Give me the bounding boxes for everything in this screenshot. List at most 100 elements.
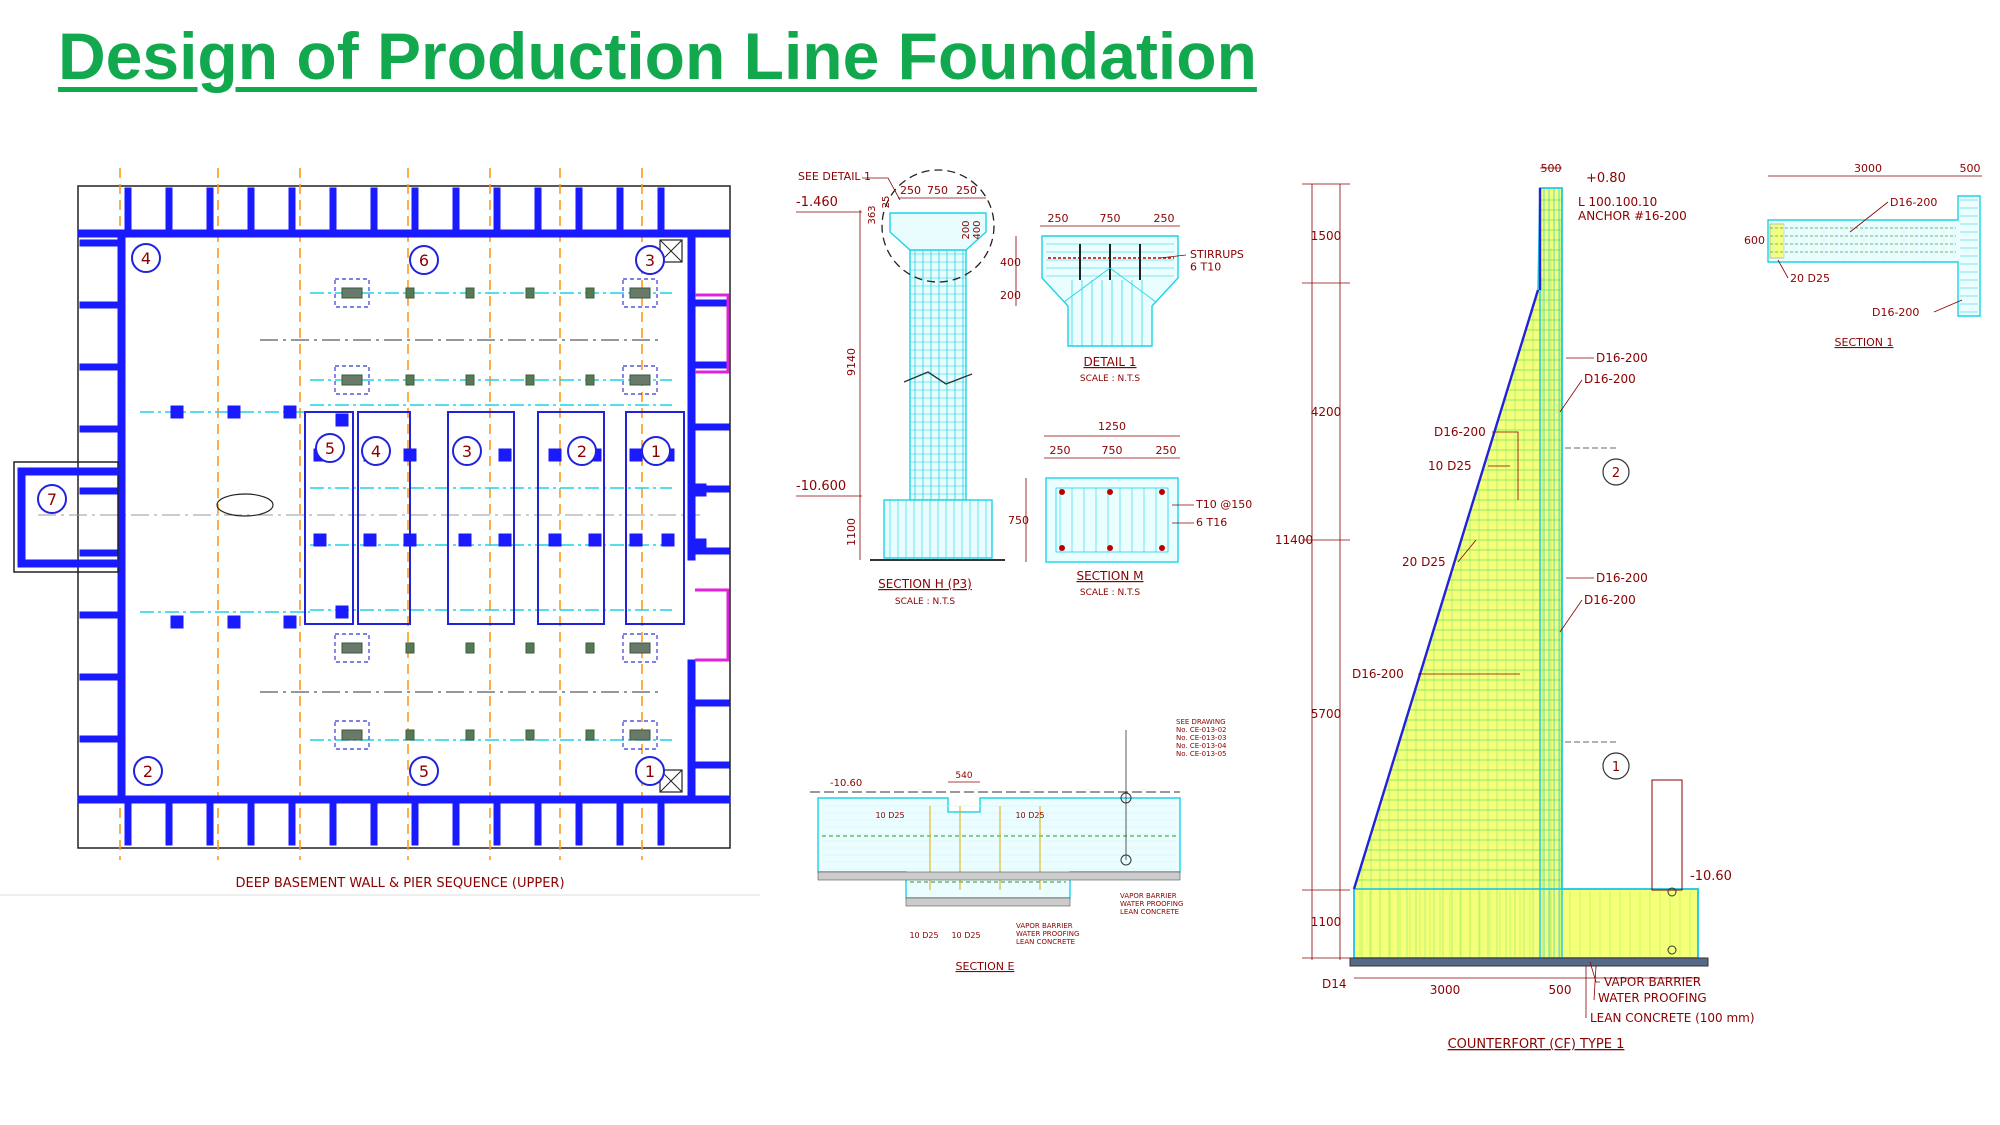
rebar-dot [1059, 489, 1065, 495]
leader-line [1593, 965, 1597, 1001]
perimeter-wall [17, 559, 119, 568]
counterfort-tooth [575, 802, 583, 846]
section-pointer [1120, 854, 1132, 866]
rebar-note: D16-200 [1596, 571, 1648, 585]
counterfort-tooth [79, 735, 119, 743]
perimeter-wall [117, 229, 126, 803]
pier [283, 405, 297, 419]
section-pointer [1120, 792, 1132, 804]
anchor-block [525, 287, 535, 299]
plan-outline [77, 185, 731, 849]
leader-line [1159, 254, 1187, 259]
counterfort-tooth [493, 187, 501, 231]
rebar-note: T10 @150 [1195, 498, 1252, 511]
rebar-dot [1159, 545, 1165, 551]
dimension-text: 750 [1102, 444, 1123, 457]
dimension-text: 750 [1008, 514, 1029, 527]
section-marker-label: 1 [1612, 760, 1620, 775]
rebar-note: 6 T16 [1196, 516, 1227, 529]
dimension-text: 25 [881, 196, 892, 209]
dimension-text: 750 [927, 184, 948, 197]
rebar-note: 10 D25 [909, 931, 938, 940]
leader-line [1457, 539, 1477, 563]
zone-marker-label: 2 [143, 762, 153, 781]
pile-cap [622, 278, 658, 308]
pier [363, 533, 377, 547]
pier [498, 533, 512, 547]
section-marker-label: 2 [1612, 466, 1620, 481]
pier [548, 448, 562, 462]
counterfort-tooth [411, 802, 419, 846]
plan-caption: DEEP BASEMENT WALL & PIER SEQUENCE (UPPE… [235, 876, 564, 891]
rebar-diagonal [1063, 267, 1111, 303]
pier [227, 615, 241, 629]
dimension-text: 250 [1050, 444, 1071, 457]
zone-marker [635, 245, 665, 275]
dimension-text: 250 [1154, 212, 1175, 225]
pier [335, 605, 349, 619]
section-marker [1602, 458, 1630, 486]
pier-head [889, 212, 987, 251]
dimension-text: 1500 [1311, 229, 1342, 243]
counterfort-tooth [370, 187, 378, 231]
leader-line [1559, 599, 1583, 633]
leader-line [1559, 379, 1583, 413]
counterfort-tooth [79, 425, 119, 433]
counterfort-tooth [534, 802, 542, 846]
dimension-text: 250 [900, 184, 921, 197]
machine-zone [357, 411, 411, 625]
dimension-text: 500 [1960, 162, 1981, 175]
stirrup [1055, 487, 1169, 553]
section-marker [1602, 752, 1630, 780]
level-mark: -1.460 [796, 195, 838, 210]
zone-marker [361, 436, 391, 466]
perimeter-wall [687, 659, 696, 801]
pier-column [909, 239, 967, 501]
zone-marker [315, 433, 345, 463]
pier [335, 413, 349, 427]
layer-note: LEAN CONCRETE [1120, 908, 1179, 916]
rebar-note: D16-200 [1584, 372, 1636, 386]
zone-marker [409, 245, 439, 275]
counterfort-tooth [288, 802, 296, 846]
section-1-core [1769, 223, 1785, 259]
dimension-text: 1100 [1311, 915, 1342, 929]
detail-callout [881, 169, 995, 283]
level-mark: -10.60 [830, 778, 862, 789]
layer-note: VAPOR BARRIER [1016, 922, 1073, 930]
perimeter-wall [17, 467, 119, 476]
section-caption: DETAIL 1 [1083, 355, 1136, 369]
plan-outline [13, 461, 119, 573]
edge-frame [1651, 779, 1683, 891]
plan-tag [216, 493, 274, 517]
scale-note: SCALE : N.T.S [895, 597, 955, 607]
rebar-note: D14 [1322, 977, 1347, 991]
counterfort-tooth [452, 187, 460, 231]
counterfort-tooth [206, 802, 214, 846]
see-detail-note: SEE DETAIL 1 [798, 170, 871, 183]
counterfort-tooth [79, 611, 119, 619]
pier [458, 533, 472, 547]
counterfort-tooth [694, 361, 730, 369]
rebar-note: D16-200 [1890, 196, 1937, 209]
dimension-text: 200 [1000, 289, 1021, 302]
rebar-note: 10 D25 [875, 811, 904, 820]
lean-concrete [1349, 957, 1709, 967]
counterfort-tooth [411, 187, 419, 231]
zone-marker [131, 243, 161, 273]
counterfort-tooth [452, 802, 460, 846]
dimension-text: 400 [1000, 256, 1021, 269]
zone-marker-label: 1 [645, 762, 655, 781]
anchor-block [405, 729, 415, 741]
page-title: Design of Production Line Foundation [58, 19, 1257, 93]
zone-marker-label: 4 [371, 442, 381, 461]
pier [548, 533, 562, 547]
dimension-text: 750 [1100, 212, 1121, 225]
layer-note: LEAN CONCRETE [1016, 938, 1075, 946]
rebar-dot [1159, 489, 1165, 495]
